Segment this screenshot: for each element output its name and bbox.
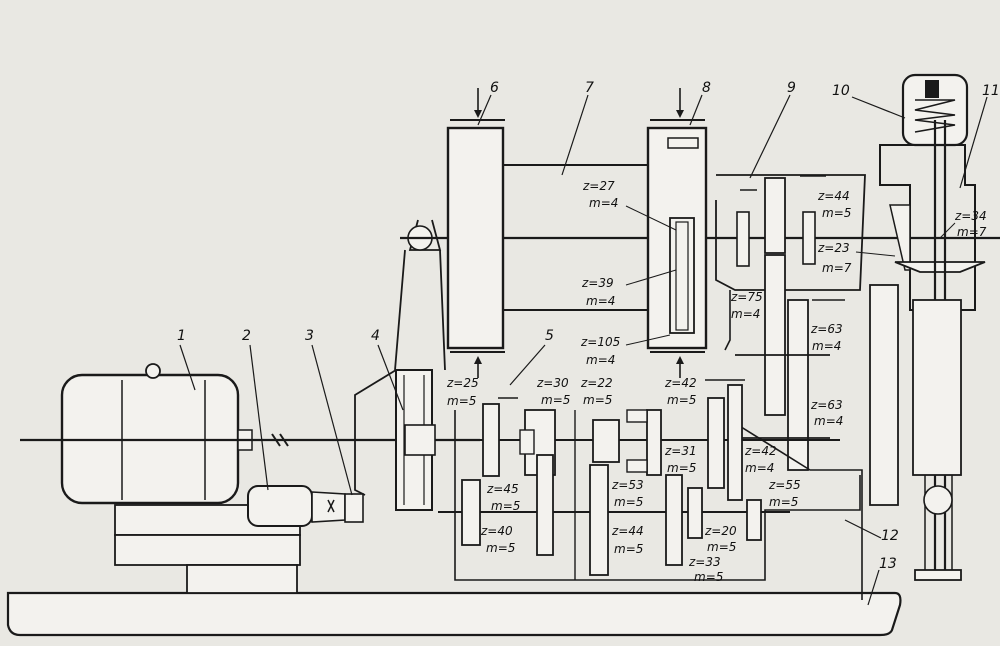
gear-label-m: m=5: [541, 393, 570, 407]
machine-base: [6, 591, 902, 637]
gear-label-m: m=7: [822, 261, 852, 275]
gear-label-m: m=4: [586, 353, 615, 367]
gear-label-z: z=40: [480, 524, 513, 538]
roll-assembly: [446, 88, 708, 378]
callout-13: 13: [879, 556, 897, 572]
gear-label-z: z=34: [954, 209, 987, 223]
gear-label-m: m=5: [667, 461, 696, 475]
gear-label-z: z=44: [817, 189, 850, 203]
callout-7: 7: [585, 80, 594, 96]
gear-label-z: z=39: [581, 276, 614, 290]
gear-label-z: z=53: [611, 478, 644, 492]
callout-3: 3: [305, 328, 314, 344]
callout-6: 6: [490, 80, 499, 96]
gear-label-m: m=4: [814, 414, 843, 428]
gear-label-z: z=63: [810, 398, 843, 412]
spindle-unit: [869, 73, 986, 581]
gear-label-z: z=22: [580, 376, 613, 390]
gear-label-m: m=5: [486, 541, 515, 555]
gear-label-m: m=5: [614, 542, 643, 556]
callout-numbers: 1 2 3 4 5 6 7 8 9 10 11 12 13: [177, 80, 1000, 572]
gear-label-z: z=44: [611, 524, 644, 538]
gear-label-m: m=5: [447, 394, 476, 408]
gear-label-z: z=33: [688, 555, 721, 569]
callout-2: 2: [242, 328, 251, 344]
lower-gearbox: [438, 175, 861, 581]
gear-label-m: m=4: [586, 294, 615, 308]
auxiliary-motor: [247, 485, 364, 527]
gear-label-z: z=20: [704, 524, 737, 538]
callout-12: 12: [881, 528, 899, 544]
gear-label-m: m=5: [583, 393, 612, 407]
gear-label-z: z=30: [536, 376, 569, 390]
gear-label-z: z=23: [817, 241, 850, 255]
main-motor: [60, 363, 301, 594]
gear-label-z: z=55: [768, 478, 801, 492]
callout-5: 5: [545, 328, 554, 344]
gear-label-m: m=5: [769, 495, 798, 509]
gear-label-z: z=75: [730, 290, 763, 304]
upper-gearbox: [715, 174, 866, 600]
leader-lines: [179, 94, 988, 606]
gear-label-m: m=4: [745, 461, 774, 475]
gear-label-z: z=42: [664, 376, 697, 390]
gear-label-z: z=27: [582, 179, 615, 193]
gear-label-z: z=45: [486, 482, 519, 496]
callout-9: 9: [787, 80, 796, 96]
gear-label-z: z=31: [664, 444, 697, 458]
gear-label-z: z=105: [580, 335, 620, 349]
gear-label-z: z=25: [446, 376, 479, 390]
gear-label-m: m=5: [614, 495, 643, 509]
gear-label-m: m=5: [694, 570, 723, 584]
gear-label-m: m=5: [667, 393, 696, 407]
gear-label-z: z=63: [810, 322, 843, 336]
belt-drive: [354, 219, 446, 511]
gear-label-m: m=4: [812, 339, 841, 353]
gear-label-z: z=42: [744, 444, 777, 458]
callout-11: 11: [982, 83, 1000, 99]
gear-label-m: m=5: [822, 206, 851, 220]
callout-4: 4: [371, 328, 380, 344]
gear-label-m: m=5: [707, 540, 736, 554]
gear-label-m: m=7: [957, 225, 987, 239]
callout-1: 1: [177, 328, 186, 344]
callout-8: 8: [702, 80, 711, 96]
gear-label-m: m=5: [491, 499, 520, 513]
gear-label-m: m=4: [589, 196, 618, 210]
gear-label-m: m=4: [731, 307, 760, 321]
callout-10: 10: [832, 83, 850, 99]
gear-labels: z=27 m=4 z=39 m=4 z=105 m=4 z=44 m=5 z=2…: [446, 179, 987, 584]
